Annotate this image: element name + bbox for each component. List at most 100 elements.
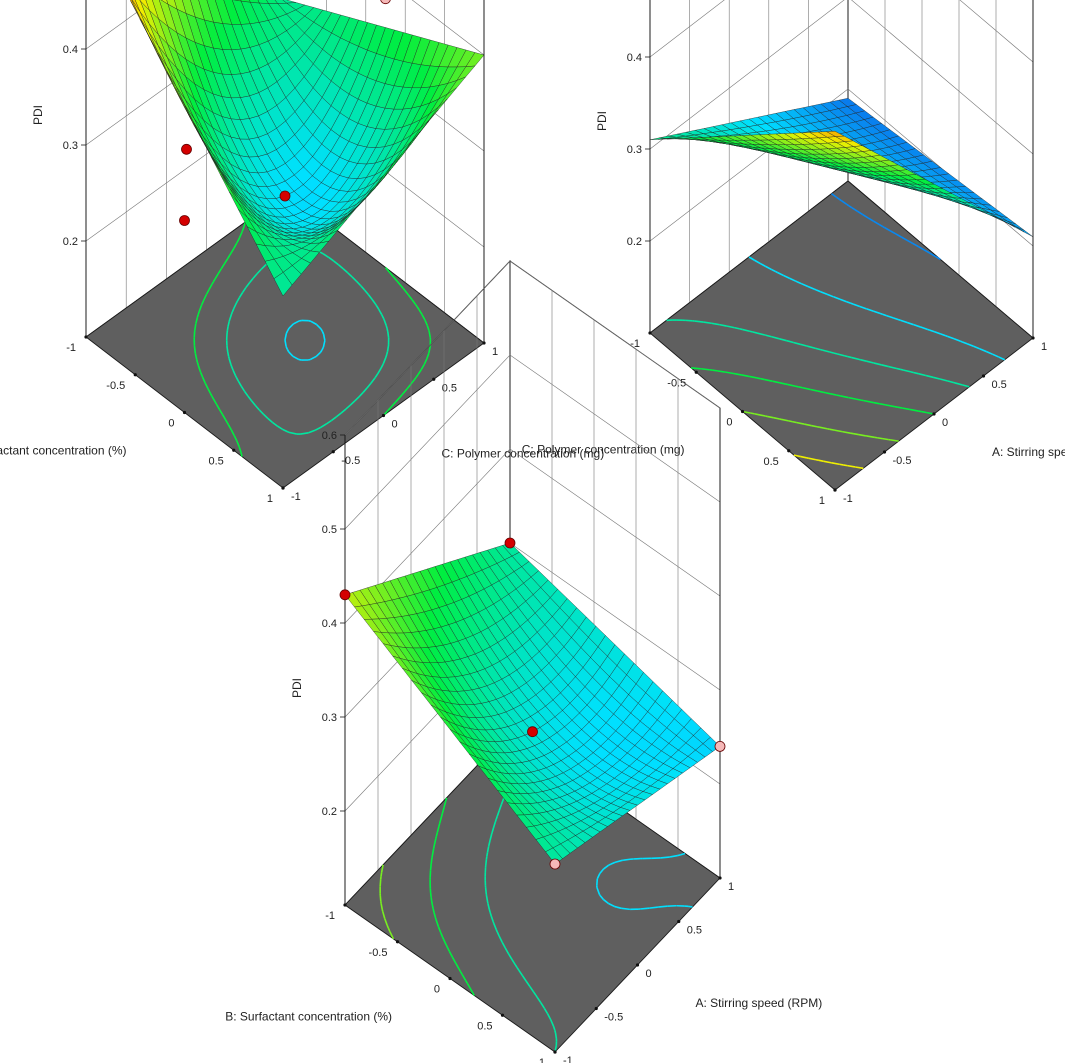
floor-contour <box>496 931 500 937</box>
floor-contour <box>232 369 237 377</box>
floor-contour <box>238 292 244 299</box>
floor-contour <box>402 288 406 291</box>
floor-contour <box>793 454 801 458</box>
floor-contour <box>872 310 881 315</box>
floor-contour <box>307 358 311 361</box>
floor-contour <box>374 303 377 306</box>
floor-contour <box>254 404 260 411</box>
floor-contour <box>603 864 610 870</box>
floor-contour <box>852 303 861 308</box>
floor-contour <box>596 873 601 879</box>
floor-contour <box>370 378 376 384</box>
floor-contour <box>863 399 872 403</box>
floor-contour <box>288 323 294 329</box>
floor-contour <box>366 382 372 389</box>
floor-contour <box>461 974 467 981</box>
floor-contour <box>385 325 388 329</box>
floor-contour <box>621 907 630 911</box>
floor-contour <box>382 357 387 364</box>
floor-contour <box>285 330 289 334</box>
x-tick-label: 0.5 <box>442 382 457 394</box>
floor-contour <box>842 430 851 434</box>
floor-contour <box>431 904 434 909</box>
floor-contour <box>464 980 469 984</box>
floor-contour <box>794 385 799 388</box>
floor-contour <box>375 304 380 310</box>
floor-contour <box>847 464 856 468</box>
floor-contour <box>847 355 852 359</box>
floor-contour <box>866 360 875 364</box>
z-tick-label: 0.2 <box>322 806 337 818</box>
floor-contour <box>224 419 229 424</box>
floor-contour <box>802 386 811 391</box>
floor-contour <box>829 428 836 432</box>
floor-contour <box>359 391 364 397</box>
floor-contour <box>757 413 766 417</box>
floor-contour <box>421 314 426 321</box>
floor-contour <box>878 223 884 228</box>
x-tick-label: 1 <box>1041 341 1047 353</box>
floor-contour <box>193 323 197 331</box>
floor-contour <box>640 907 648 910</box>
design-point <box>181 143 192 155</box>
floor-contour <box>839 298 847 303</box>
floor-contour <box>435 919 440 927</box>
floor-contour <box>371 298 377 305</box>
floor-contour <box>444 797 448 802</box>
floor-contour <box>516 967 520 971</box>
floor-contour <box>839 463 844 466</box>
floor-contour <box>918 410 923 413</box>
floor-contour <box>235 377 239 382</box>
y-tick-label: 0.5 <box>477 1020 492 1032</box>
floor-contour <box>853 432 859 436</box>
floor-contour <box>445 945 449 949</box>
floor-contour <box>910 408 919 412</box>
floor-contour <box>960 340 963 343</box>
floor-contour <box>243 222 246 227</box>
floor-contour <box>741 374 749 377</box>
floor-contour <box>819 426 828 430</box>
z-axis-title: PDI <box>595 111 609 131</box>
floor-contour <box>248 277 254 284</box>
design-point <box>279 190 291 202</box>
floor-contour <box>843 464 848 467</box>
floor-contour <box>756 332 765 336</box>
floor-contour <box>335 412 342 418</box>
floor-contour <box>201 377 206 384</box>
floor-contour <box>417 369 422 376</box>
floor-contour <box>386 924 390 929</box>
floor-contour <box>386 406 393 412</box>
floor-contour <box>247 395 253 402</box>
floor-contour <box>866 435 875 439</box>
floor-contour <box>236 237 241 244</box>
floor-contour <box>316 323 322 330</box>
x-tick-mark <box>432 377 436 381</box>
z-tick-label: 0.3 <box>322 712 337 724</box>
floor-contour <box>262 413 269 419</box>
floor-contour <box>532 991 537 996</box>
floor-contour <box>820 291 828 296</box>
floor-contour <box>813 288 817 291</box>
x-tick-label: 0 <box>392 419 398 431</box>
floor-contour <box>410 378 416 385</box>
floor-contour <box>284 333 288 341</box>
y-tick-mark <box>448 976 452 981</box>
y-tick-label: -1 <box>325 910 335 922</box>
floor-contour <box>194 353 198 360</box>
floor-contour <box>320 423 327 428</box>
design-point <box>527 726 538 738</box>
floor-contour <box>913 324 921 328</box>
floor-contour <box>800 343 807 347</box>
y-tick-mark <box>133 373 137 377</box>
floor-contour <box>402 388 408 394</box>
floor-contour <box>489 912 493 917</box>
floor-contour <box>927 328 930 331</box>
x-tick-mark <box>981 374 986 378</box>
floor-contour <box>256 268 262 275</box>
floor-contour <box>321 330 325 335</box>
floor-contour <box>772 380 781 384</box>
floor-contour <box>396 280 402 287</box>
floor-contour <box>596 887 601 895</box>
floor-contour <box>800 455 807 459</box>
floor-contour <box>430 859 433 865</box>
